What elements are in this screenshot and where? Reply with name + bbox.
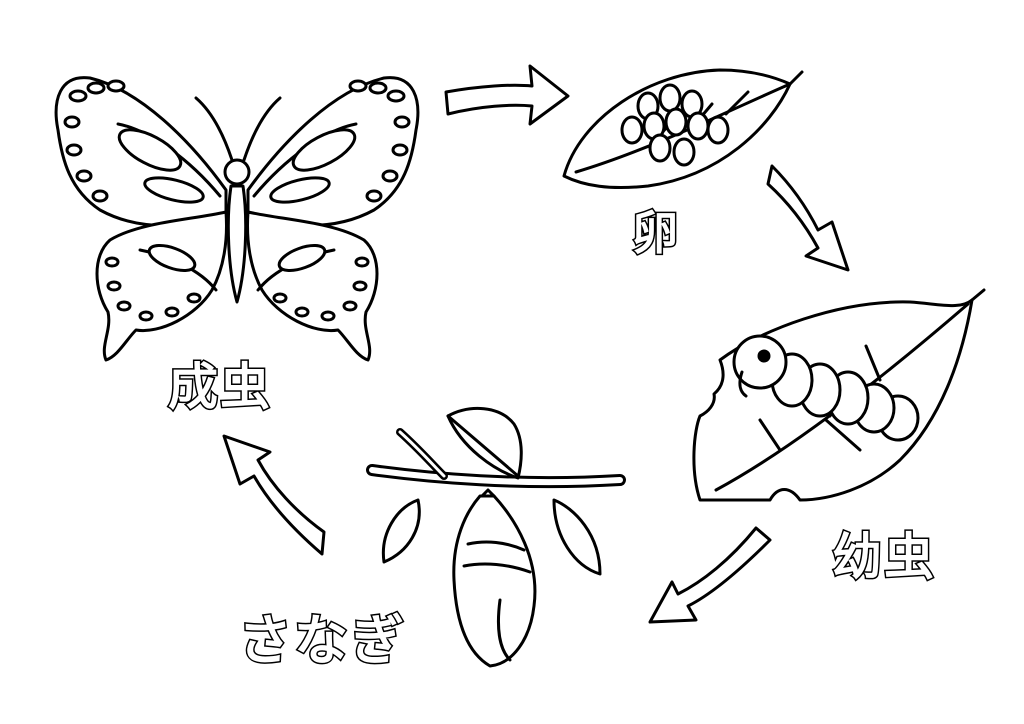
butterfly-left-hindwing — [95, 210, 228, 362]
egg-leaf-illustration — [562, 68, 804, 189]
arrow-egg-to-larva — [766, 164, 850, 272]
stage-label-adult: 成虫 — [167, 358, 272, 416]
pupa-branch-illustration — [366, 406, 626, 668]
stage-label-larva: 幼虫 — [831, 528, 936, 586]
arrow-larva-to-pupa — [648, 526, 772, 624]
caterpillar — [732, 334, 920, 442]
caterpillar-head — [732, 334, 788, 390]
stage-label-egg: 卵 — [631, 206, 680, 260]
cycle-arrows — [222, 64, 850, 624]
butterfly-body — [226, 184, 248, 304]
stage-label-pupa: さなぎ — [237, 609, 406, 672]
arrow-adult-to-egg — [444, 64, 570, 126]
butterfly-illustration — [54, 76, 420, 362]
butterfly-head — [223, 158, 251, 186]
arrow-pupa-to-adult — [222, 434, 326, 556]
larva-leaf-illustration — [692, 288, 986, 502]
butterfly-right-hindwing — [246, 210, 379, 362]
egg-cluster — [620, 83, 730, 167]
chrysalis — [452, 488, 537, 668]
